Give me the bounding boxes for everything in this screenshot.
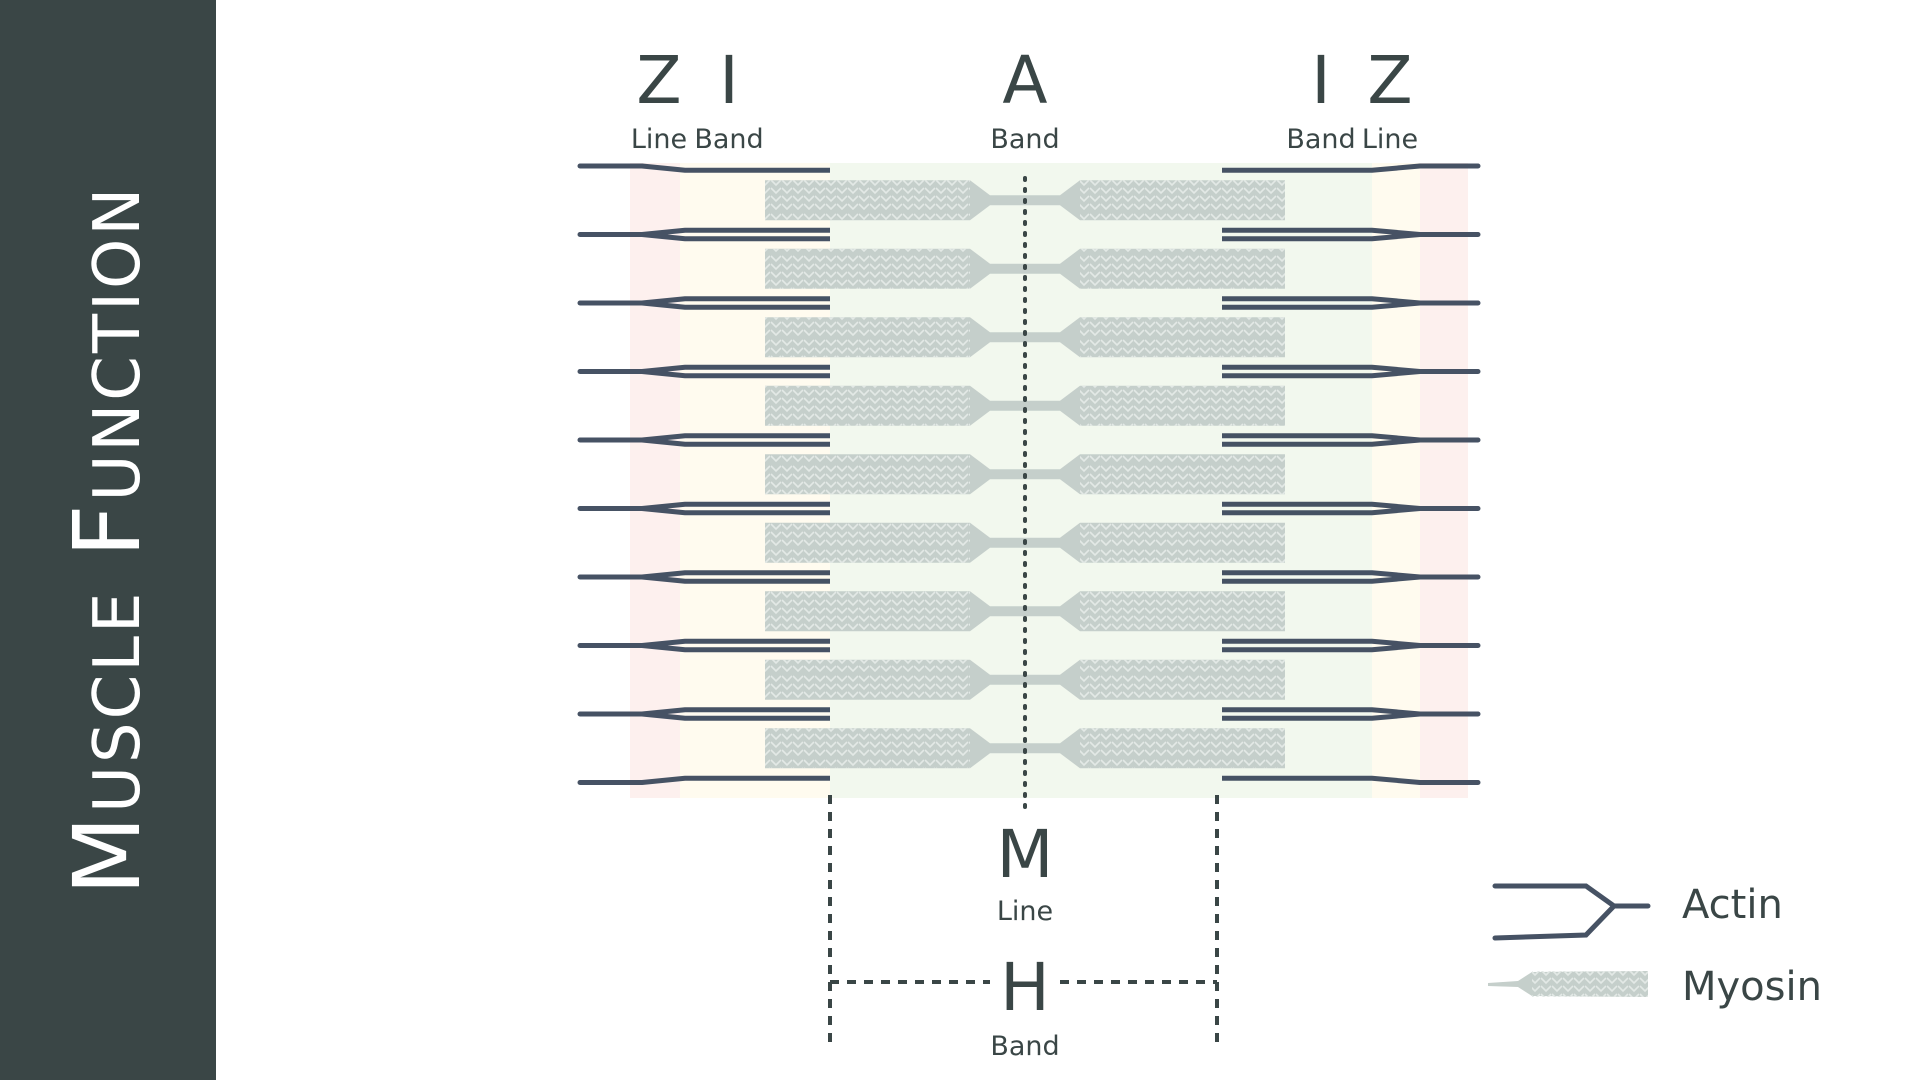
actin-filament-left [641, 501, 830, 511]
myosin-heads-left [765, 385, 970, 426]
legend: Actin Myosin [1488, 882, 1822, 1010]
actin-filament-left [641, 296, 830, 306]
actin-filament-left [641, 506, 830, 516]
i-band-left-sub: Band [694, 124, 763, 155]
myosin-heads-right [1080, 454, 1285, 495]
actin-filament-left [641, 227, 830, 237]
z-line-right-sub: Line [1362, 124, 1418, 155]
actin-filament-right [1222, 643, 1421, 653]
actin-filament-left [641, 638, 830, 648]
myosin-heads-left [765, 248, 970, 289]
actin-filament-right [1222, 227, 1421, 237]
actin-filament-right [1222, 232, 1421, 242]
actin-filament-left [641, 437, 830, 447]
legend-myosin-label: Myosin [1682, 964, 1822, 1010]
actin-filament-left [641, 711, 830, 721]
actin-filament-right [1222, 574, 1421, 584]
myosin-heads-right [1080, 180, 1285, 221]
actin-filament-right [1222, 506, 1421, 516]
actin-filament-right [1222, 296, 1421, 306]
actin-filament-left [641, 232, 830, 242]
i-band-right-letter: I [1311, 42, 1330, 119]
m-line-sub: Line [997, 896, 1053, 927]
z-line-left-letter: Z [636, 42, 681, 119]
actin-filament-left [641, 775, 830, 785]
i-band-right-sub: Band [1286, 124, 1355, 155]
h-band-letter: H [1000, 949, 1050, 1026]
a-band-letter: A [1002, 42, 1047, 119]
myosin-heads-left [765, 317, 970, 358]
actin-filament-left [641, 300, 830, 310]
myosin-heads-left [765, 522, 970, 563]
i-band-left-letter: I [719, 42, 738, 119]
m-line-letter: M [997, 816, 1054, 893]
actin-filament-right [1222, 707, 1421, 717]
actin-filament-left [641, 570, 830, 580]
actin-filament-left [641, 433, 830, 443]
i-band-region-right [1372, 163, 1420, 798]
actin-filament-left [641, 163, 830, 173]
actin-filament-right [1222, 300, 1421, 310]
actin-filament-right [1222, 364, 1421, 374]
z-line-left-sub: Line [631, 124, 687, 155]
actin-icon [1492, 883, 1651, 941]
actin-filament-right [1222, 433, 1421, 443]
actin-filament-right [1222, 711, 1421, 721]
myosin-heads-left [765, 659, 970, 700]
myosin-filaments [765, 180, 1285, 769]
actin-filament-left [641, 707, 830, 717]
actin-filament-right [1222, 638, 1421, 648]
actin-filament-right [1222, 437, 1421, 447]
actin-filaments [577, 163, 1481, 785]
myosin-heads-right [1080, 659, 1285, 700]
legend-actin-label: Actin [1682, 882, 1783, 928]
z-region-right [1420, 163, 1468, 798]
h-band-bracket [828, 795, 1219, 1042]
a-band-sub: Band [990, 124, 1059, 155]
actin-filament-right [1222, 163, 1421, 173]
actin-filament-left [641, 643, 830, 653]
myosin-heads-right [1080, 248, 1285, 289]
actin-filament-right [1222, 369, 1421, 379]
myosin-icon [1488, 971, 1648, 997]
myosin-heads-right [1080, 728, 1285, 769]
myosin-heads-right [1080, 522, 1285, 563]
myosin-heads-left [765, 728, 970, 769]
myosin-heads-left [765, 454, 970, 495]
h-band-sub: Band [990, 1031, 1059, 1062]
actin-filament-left [641, 369, 830, 379]
actin-filament-left [641, 574, 830, 584]
actin-filament-right [1222, 501, 1421, 511]
z-line-right-letter: Z [1367, 42, 1412, 119]
myosin-heads-left [765, 591, 970, 632]
actin-filament-right [1222, 570, 1421, 580]
myosin-heads-right [1080, 385, 1285, 426]
z-region-left [630, 163, 680, 798]
myosin-heads-right [1080, 317, 1285, 358]
myosin-heads-right [1080, 591, 1285, 632]
myosin-heads-left [765, 180, 970, 221]
actin-filament-right [1222, 775, 1421, 785]
actin-filament-left [641, 364, 830, 374]
sidebar: Muscle Function [0, 0, 216, 1080]
